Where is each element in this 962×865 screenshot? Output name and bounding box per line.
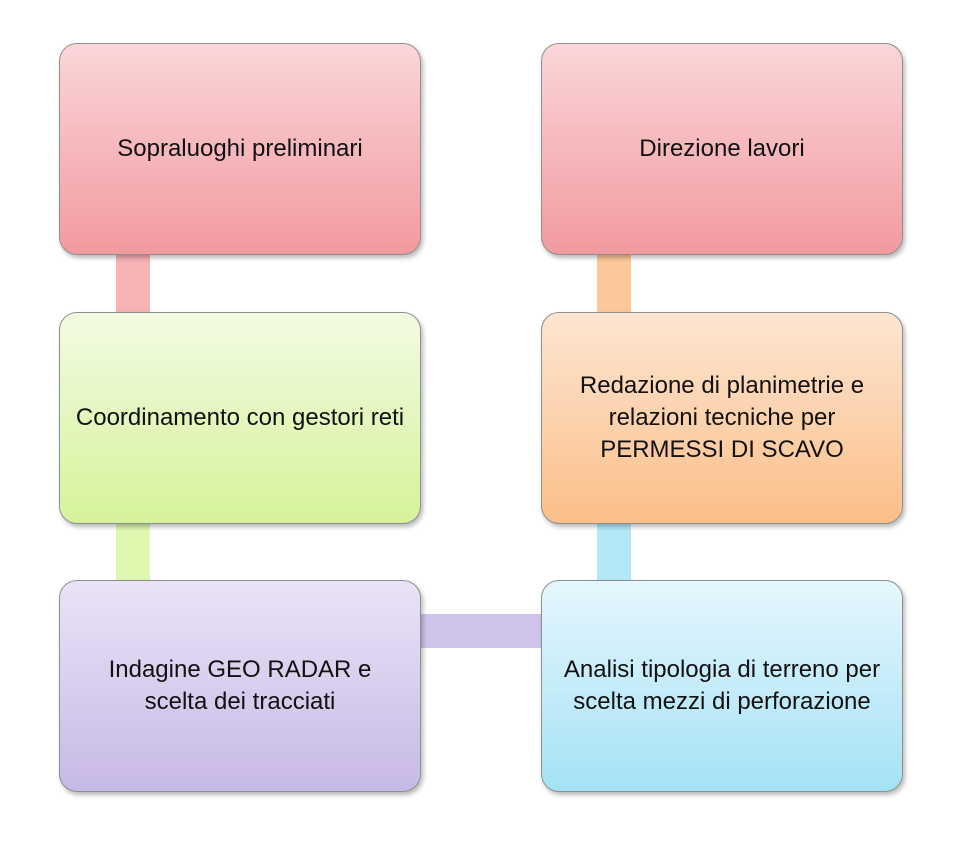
box-label: Analisi tipologia di terreno per scelta … (563, 656, 881, 715)
box-redazione-planimetrie: Redazione di planimetrie e relazioni tec… (541, 312, 903, 524)
connector-redazione-direzione (597, 248, 631, 318)
box-label: Coordinamento con gestori reti (75, 404, 405, 431)
box-label: Direzione lavori (639, 135, 805, 162)
box-sopraluoghi-preliminari: Sopraluoghi preliminari (59, 43, 421, 255)
connector-sopraluoghi-coordinamento (116, 248, 150, 318)
connector-coordinamento-indagine (116, 517, 150, 587)
box-label: Redazione di planimetrie e relazioni tec… (579, 372, 865, 463)
box-label: Indagine GEO RADAR e scelta dei tracciat… (108, 656, 372, 715)
box-analisi-tipologia-terreno: Analisi tipologia di terreno per scelta … (541, 580, 903, 792)
box-label: Sopraluoghi preliminari (117, 135, 363, 162)
connector-analisi-redazione (597, 517, 631, 587)
connector-indagine-analisi (415, 614, 548, 648)
box-coordinamento-gestori-reti: Coordinamento con gestori reti (59, 312, 421, 524)
box-direzione-lavori: Direzione lavori (541, 43, 903, 255)
box-indagine-geo-radar: Indagine GEO RADAR e scelta dei tracciat… (59, 580, 421, 792)
